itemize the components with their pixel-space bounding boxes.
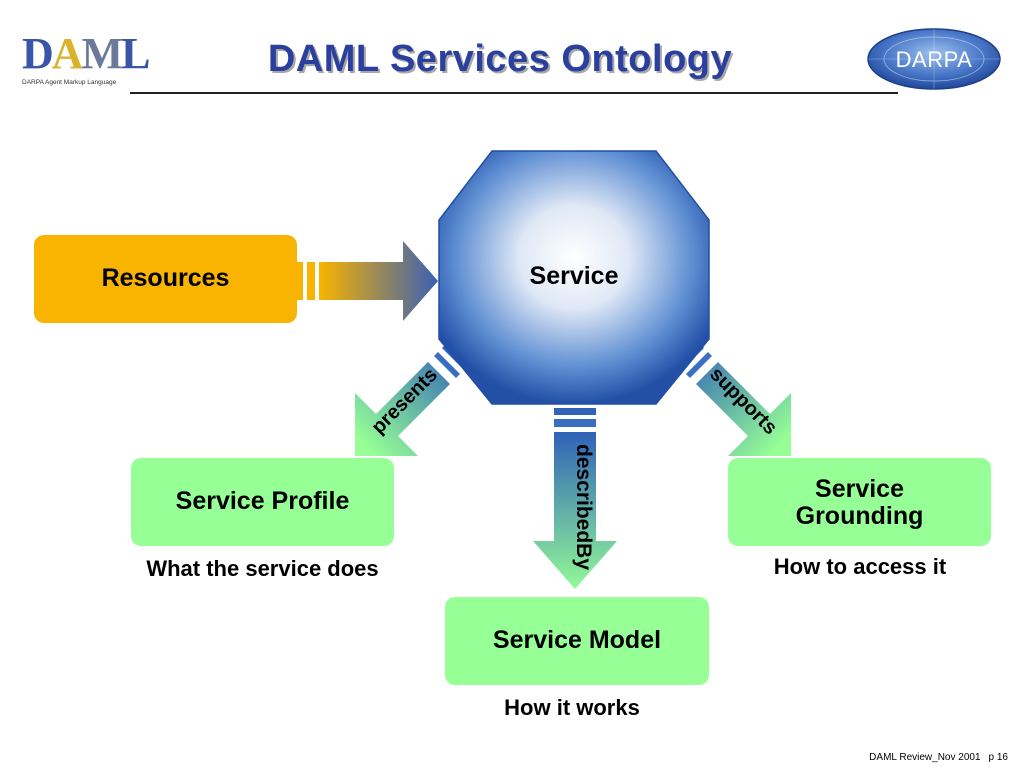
service-octagon	[438, 150, 710, 405]
resources-box: Resources	[34, 235, 297, 323]
service-model-caption: How it works	[504, 695, 640, 720]
daml-logo-tagline: DARPA Agent Markup Language	[22, 79, 117, 86]
resources-arrow	[297, 241, 438, 321]
describedby-arrow	[533, 408, 617, 589]
footer-source: DAML Review_Nov 2001	[869, 752, 981, 763]
page-title: DAML Services Ontology	[267, 38, 733, 80]
darpa-seal-icon	[867, 28, 1001, 90]
darpa-logo-text: DARPA	[895, 47, 973, 72]
title-divider	[130, 92, 898, 94]
describedby-label: describedBy	[572, 443, 595, 571]
service-model-label: Service Model	[492, 626, 662, 655]
service-model-box: Service Model	[445, 597, 709, 685]
daml-logo-letters: DAML	[22, 29, 150, 78]
service-grounding-label: Service Grounding	[795, 474, 924, 530]
service-grounding-caption: How to access it	[773, 554, 947, 579]
service-profile-box: Service Profile	[131, 458, 394, 546]
darpa-logo: DARPA	[866, 28, 1002, 90]
page-number: p 16	[988, 752, 1008, 763]
slide-footer: DAML Review_Nov 2001 p 16	[861, 752, 1008, 763]
service-grounding-box: Service Grounding	[728, 458, 991, 546]
resources-label: Resources	[101, 264, 230, 293]
daml-logo: DAML DARPA Agent Markup Language	[22, 28, 150, 90]
service-profile-label: Service Profile	[175, 487, 350, 516]
service-label: Service	[529, 262, 619, 290]
service-profile-caption: What the service does	[146, 556, 379, 581]
